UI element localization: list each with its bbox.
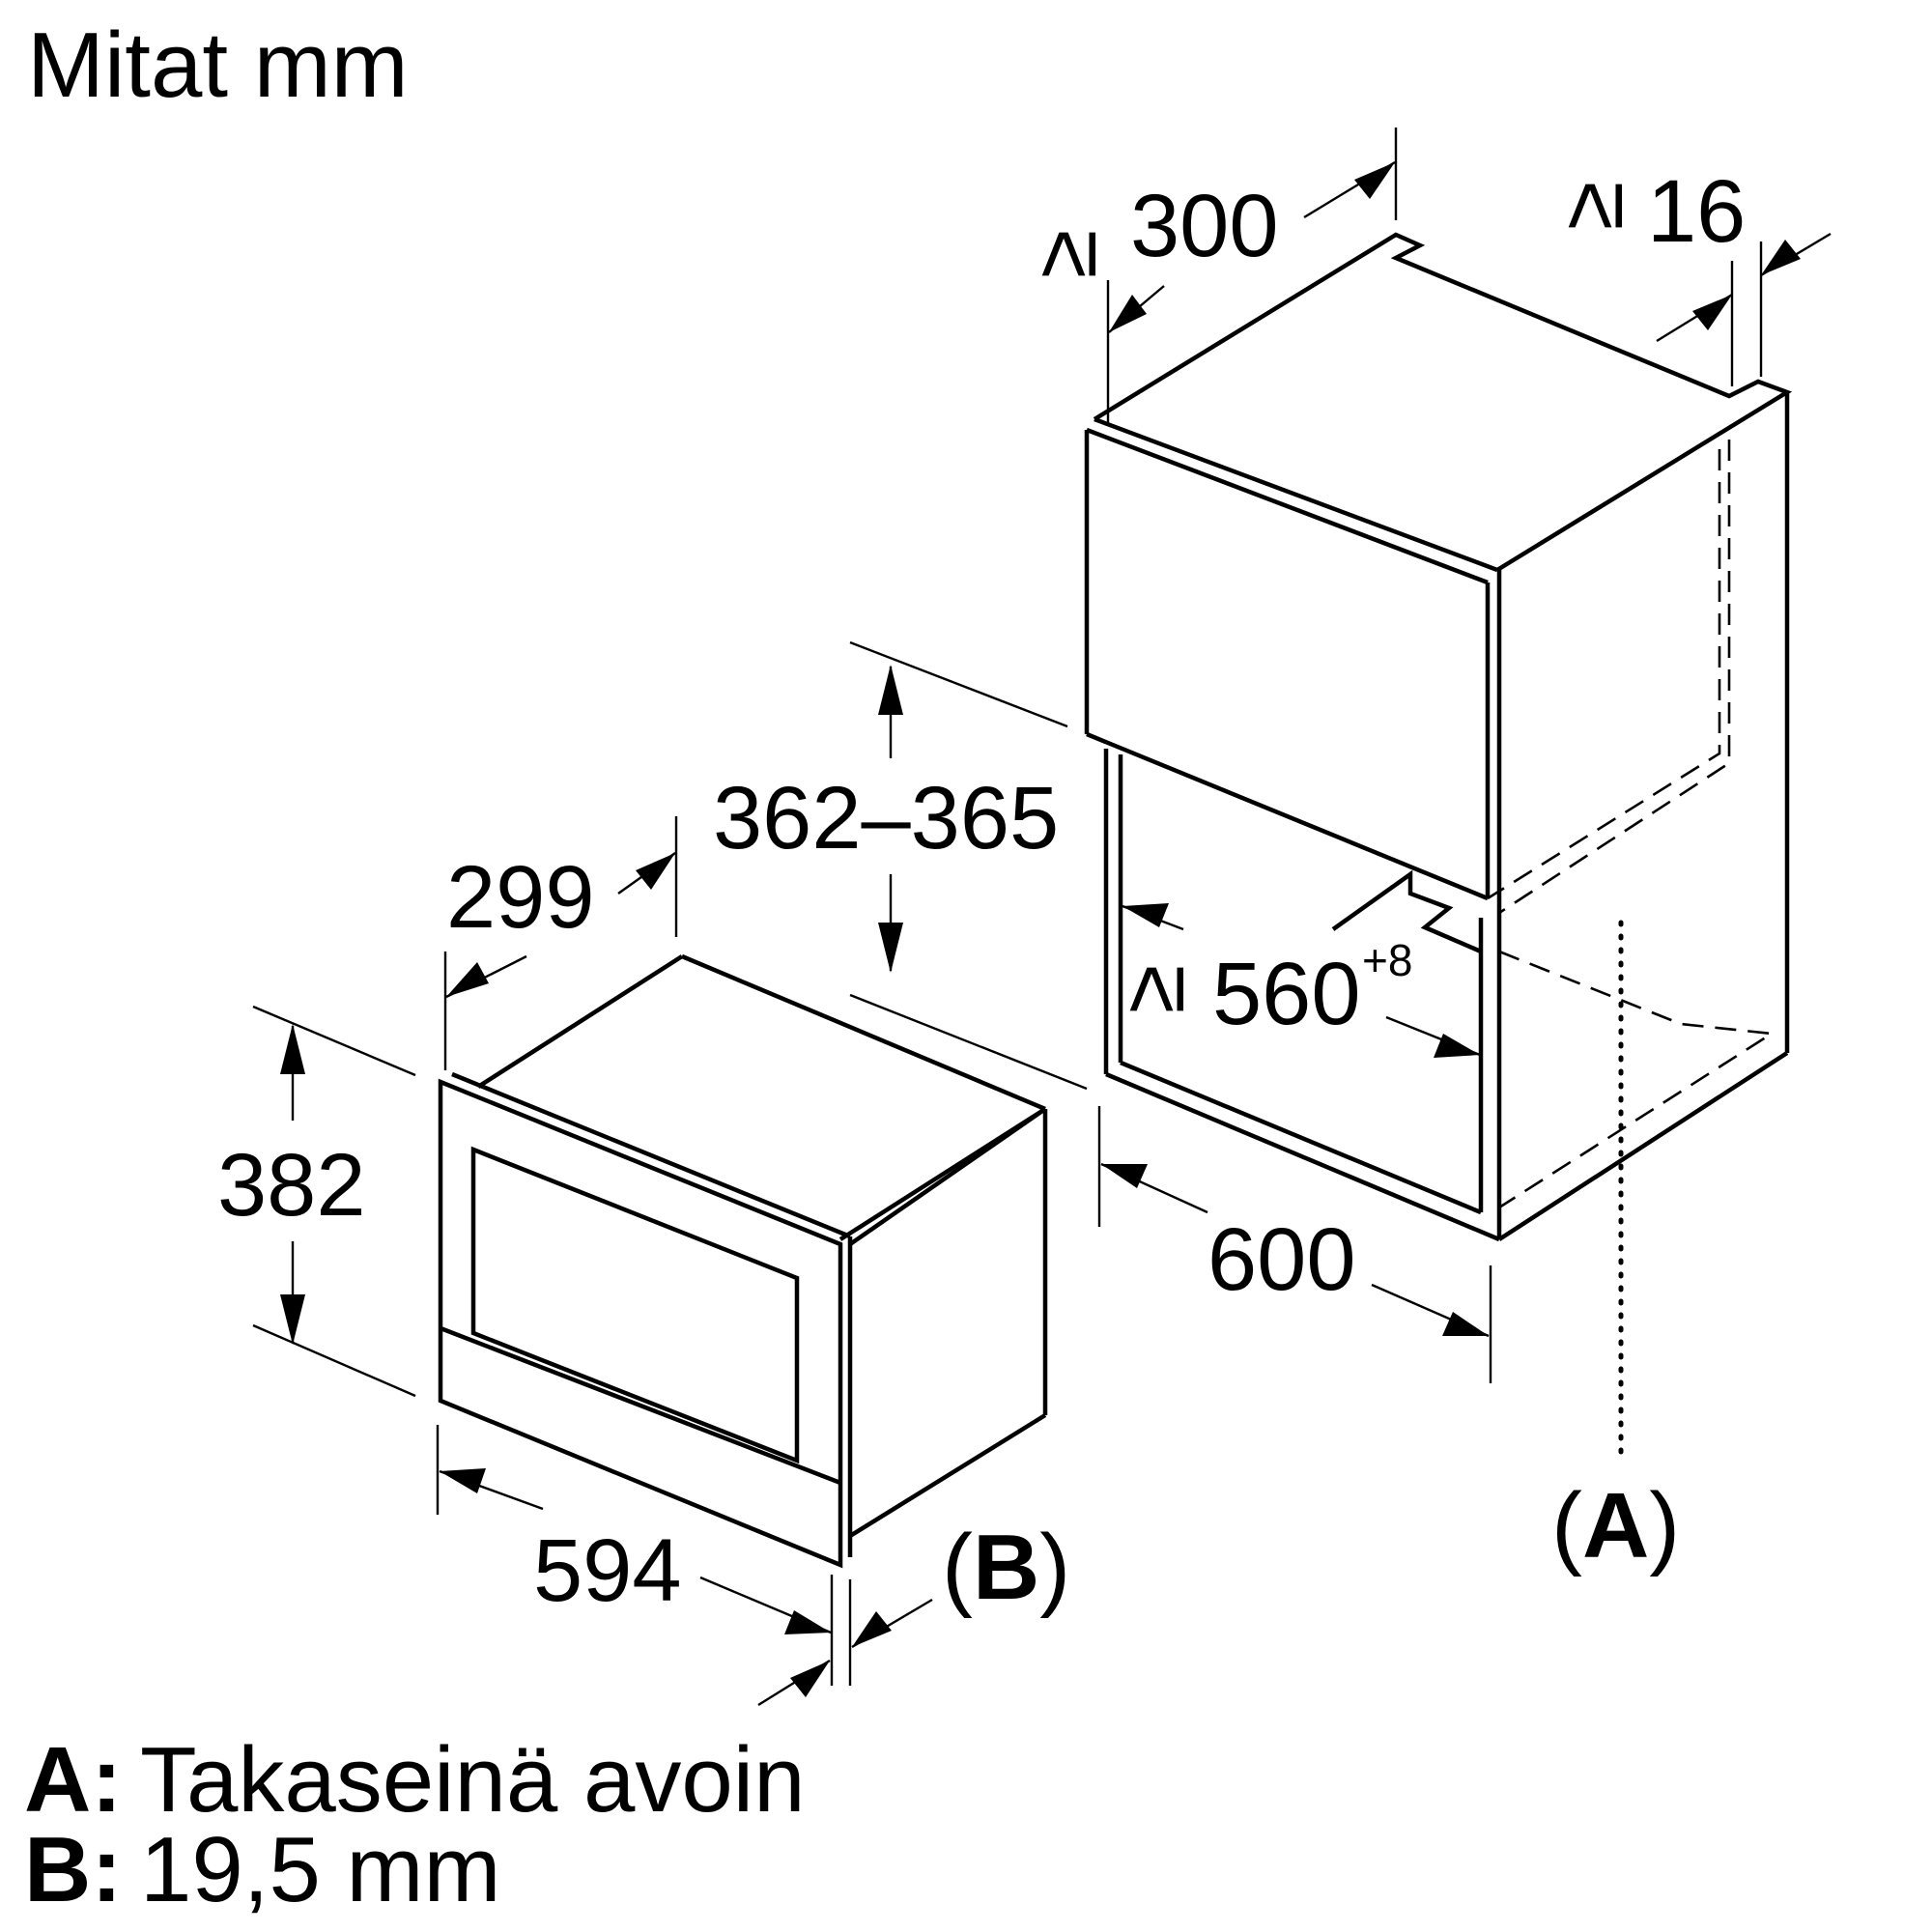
appliance-side-bottom-edge: [848, 1413, 1047, 1538]
ge-symbol: ≥: [1104, 965, 1203, 1014]
hidden-edge-back: [1487, 449, 1721, 900]
label-appliance-width: 594: [533, 1521, 682, 1620]
dim-appliance-width: [436, 1425, 834, 1686]
ge-symbol-560: ≥: [1104, 965, 1203, 1014]
diagram-title: Mitat mm: [27, 14, 409, 117]
appliance-front-panel: [438, 1078, 843, 1569]
arrowhead: [1101, 1164, 1148, 1188]
shelf-bracket: [1331, 869, 1482, 954]
ge-symbol-300: ≥: [1016, 230, 1115, 279]
hidden-edge-back-inner: [1498, 440, 1731, 915]
label-appliance-depth: 299: [446, 848, 595, 947]
label-niche-tolerance: +8: [1362, 935, 1412, 985]
legend-text-b: 19,5 mm: [140, 1818, 500, 1921]
arrowhead: [852, 1611, 892, 1647]
arrowhead: [280, 1294, 305, 1345]
arrowhead: [1692, 295, 1732, 330]
appliance-side-top-edge: [848, 1107, 1047, 1246]
legend-text-a: Takaseinä avoin: [140, 1728, 805, 1832]
arrowhead: [1434, 1034, 1480, 1058]
arrowhead: [878, 665, 903, 715]
ge-symbol-16: ≥: [1543, 182, 1641, 231]
arrowhead: [446, 962, 489, 997]
dim-door-thickness: [757, 1579, 933, 1707]
extension-line: [252, 1323, 416, 1398]
extension-line: [849, 640, 1068, 728]
hidden-edge-floor: [1498, 950, 1776, 1209]
label-cabinet-depth: 300: [1130, 177, 1279, 275]
arrowhead: [1109, 295, 1147, 332]
legend-key-b: B:: [24, 1818, 122, 1921]
legend: A: Takaseinä avoin B: 19,5 mm: [24, 1728, 805, 1921]
legend-key-a: A:: [24, 1728, 122, 1832]
label-cabinet-width: 600: [1208, 1210, 1356, 1309]
callout-a: (A): [1551, 1474, 1680, 1577]
cabinet-top-lip: [1086, 427, 1489, 585]
callout-b-letter: B: [973, 1516, 1039, 1619]
dim-niche-width: [1122, 903, 1481, 1058]
label-appliance-height: 382: [217, 1136, 366, 1235]
arrowhead: [790, 1661, 830, 1697]
ge-symbol: ≥: [1543, 182, 1641, 231]
appliance-control-line: [440, 1325, 841, 1486]
cabinet-side-bottom-edge: [1497, 1051, 1789, 1241]
arrowhead: [1354, 162, 1395, 199]
microwave-appliance: [438, 953, 1048, 1569]
label-height-range: 362–365: [713, 769, 1059, 867]
ge-symbol: ≥: [1016, 230, 1115, 279]
arrowhead: [878, 923, 903, 973]
appliance-top-left-edge: [476, 954, 684, 1089]
callout-b: (B): [942, 1516, 1070, 1619]
niche-bottom-outer-edge: [1105, 1071, 1500, 1242]
cabinet-front-bottom-edge: [1086, 731, 1489, 901]
dim-appliance-depth: [443, 816, 678, 1070]
appliance-door-window: [470, 1146, 800, 1464]
appliance-top-back-edge: [681, 953, 1046, 1112]
appliance-front-top-lip: [451, 1071, 851, 1239]
callout-a-close: ): [1649, 1474, 1680, 1577]
callout-b-close: ): [1039, 1516, 1070, 1619]
arrowhead: [636, 853, 675, 890]
arrowhead: [784, 1610, 831, 1634]
extension-line: [849, 993, 1088, 1091]
dim-appliance-height: [252, 1005, 416, 1398]
label-niche-width: 560: [1212, 945, 1361, 1043]
arrowhead: [440, 1468, 486, 1493]
dim-rear-gap: [1656, 232, 1832, 386]
cabinet-niche: [1084, 232, 1793, 1242]
niche-bottom-inner-edge: [1120, 1060, 1482, 1215]
extension-line: [252, 1005, 416, 1077]
dim-height-range: [849, 640, 1088, 1091]
dim-cabinet-width: [1097, 1106, 1492, 1383]
dim-cabinet-depth: [1106, 128, 1398, 425]
arrowhead: [1442, 1312, 1489, 1336]
callout-b-open: (: [942, 1516, 973, 1619]
arrowhead: [1761, 240, 1801, 275]
callout-a-open: (: [1551, 1474, 1582, 1577]
callout-a-letter: A: [1582, 1474, 1649, 1577]
arrowhead: [280, 1024, 305, 1074]
arrowhead: [1122, 903, 1169, 927]
cabinet-top-front-edge: [1094, 416, 1498, 573]
cabinet-top-panel: [1093, 232, 1793, 572]
label-rear-gap: 16: [1647, 162, 1746, 261]
